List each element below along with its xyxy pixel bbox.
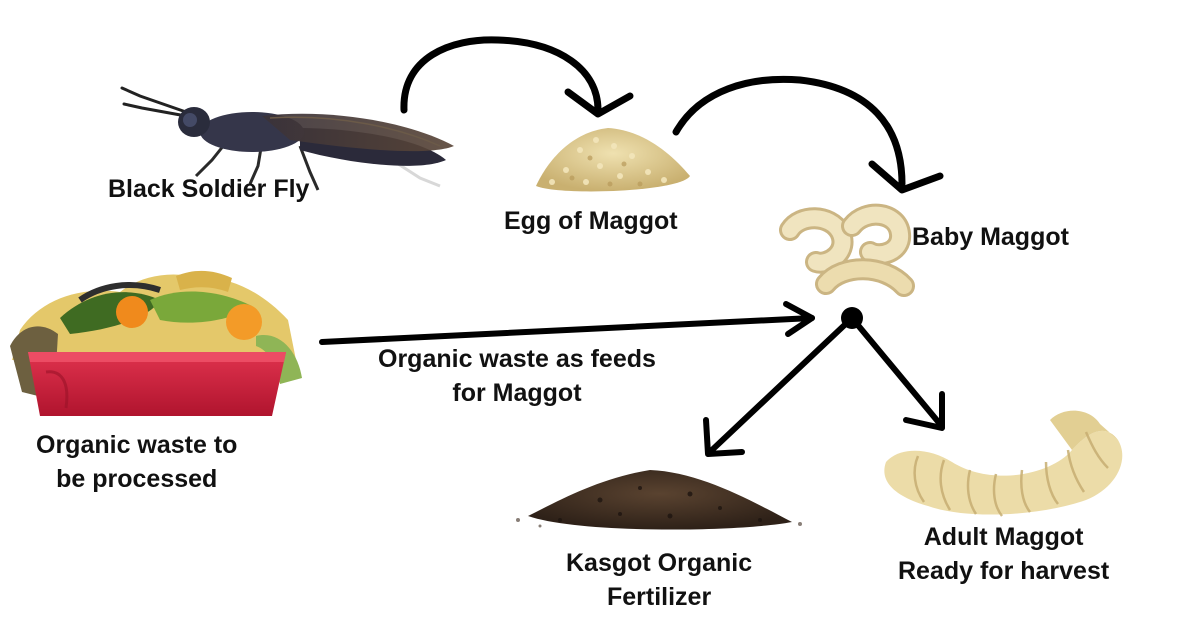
organic-waste-bin-icon — [10, 270, 302, 416]
adult-maggot-icon — [884, 410, 1123, 517]
label-line: Ready for harvest — [898, 557, 1110, 585]
baby-maggots-icon — [779, 203, 915, 297]
label-adult-maggot-ready-for-harvest: Adult Maggot Ready for harvest — [898, 520, 1109, 588]
label-black-soldier-fly: Black Soldier Fly — [108, 175, 310, 203]
arrow-waste-to-baby — [319, 301, 815, 345]
maggot-egg-pile-icon — [536, 128, 690, 192]
label-line: Fertilizer — [606, 583, 712, 611]
arrow-baby-to-adult — [849, 315, 945, 431]
label-line: Organic waste as feeds — [378, 345, 656, 373]
label-organic-waste-to-be-processed: Organic waste to be processed — [36, 428, 237, 496]
arrow-egg-to-baby — [672, 75, 944, 194]
label-kasgot-organic-fertilizer: Kasgot Organic Fertilizer — [566, 546, 752, 614]
label-organic-waste-as-feeds: Organic waste as feeds for Maggot — [378, 342, 656, 410]
label-line: Kasgot Organic — [566, 549, 753, 577]
label-egg-of-maggot: Egg of Maggot — [504, 207, 678, 235]
fertilizer-soil-pile-icon — [516, 470, 802, 530]
label-baby-maggot: Baby Maggot — [912, 223, 1069, 251]
arrow-fly-to-egg — [400, 36, 634, 118]
label-line: Adult Maggot — [923, 523, 1084, 551]
label-line: for Maggot — [452, 379, 582, 407]
label-line: Organic waste to — [36, 431, 238, 459]
black-soldier-fly-icon — [120, 86, 454, 191]
arrow-baby-to-fertilizer — [703, 315, 855, 457]
label-line: be processed — [56, 465, 218, 493]
